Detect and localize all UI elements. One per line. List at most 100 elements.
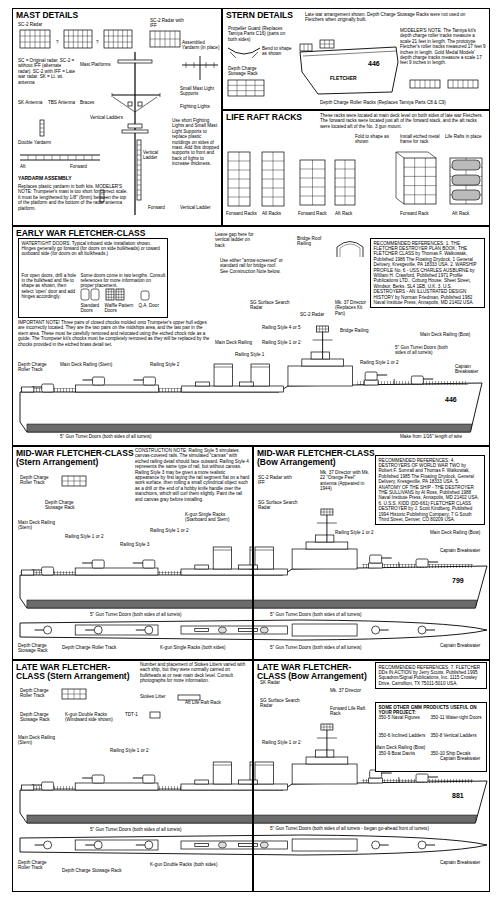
raft-rack bbox=[262, 152, 284, 206]
line-art bbox=[428, 562, 438, 563]
radar-antenna bbox=[64, 30, 92, 48]
line-art bbox=[82, 778, 92, 779]
propeller-guard bbox=[230, 52, 258, 58]
line-art bbox=[453, 80, 454, 88]
line-art bbox=[335, 187, 355, 188]
gun-turret bbox=[42, 782, 54, 790]
hull bbox=[20, 383, 482, 432]
raft-rack bbox=[450, 158, 482, 204]
torpedo-tubes bbox=[195, 780, 209, 784]
line-art bbox=[428, 777, 438, 778]
line-art bbox=[322, 330, 323, 359]
hull bbox=[20, 781, 252, 823]
callout-label: Depth Charge Roller Track bbox=[18, 362, 56, 373]
line-art bbox=[35, 30, 36, 48]
gun-turret bbox=[418, 841, 426, 849]
raft-rack bbox=[228, 152, 250, 206]
radar-antenna bbox=[150, 31, 180, 47]
line-art bbox=[262, 170, 284, 171]
line-art bbox=[40, 124, 44, 125]
callout-label: 5" Gun Turret Doors (both sides of all t… bbox=[395, 345, 453, 356]
callout-label: Railing Style 1 or 2 bbox=[262, 740, 310, 745]
line-art bbox=[321, 727, 333, 728]
light-support bbox=[138, 102, 142, 106]
bridge-roof-railing bbox=[337, 242, 363, 258]
callout-label: Use either "arrow-screened" or standard … bbox=[220, 258, 285, 274]
deckhouse bbox=[253, 784, 287, 790]
line-art bbox=[404, 167, 436, 168]
callout-label: Aft bbox=[20, 164, 35, 169]
line-art bbox=[335, 178, 355, 179]
line-art bbox=[106, 297, 114, 298]
torpedo-tubes bbox=[239, 629, 253, 632]
callout-label: SG Surface Search Radar bbox=[258, 500, 298, 511]
hull bbox=[253, 781, 487, 823]
line-art bbox=[83, 380, 93, 381]
product-item: 350-8 Vertical Ladders bbox=[431, 733, 483, 738]
bridge bbox=[288, 366, 353, 386]
line-art bbox=[30, 30, 31, 48]
line-art bbox=[423, 379, 433, 380]
hull bbox=[253, 566, 487, 608]
line-art bbox=[303, 51, 396, 56]
line-art bbox=[317, 329, 329, 330]
callout-label: MODELER'S NOTE: The Tamiya kit's depth c… bbox=[400, 28, 486, 66]
note-text: WATERTIGHT DOORS: Typical inboard side i… bbox=[22, 241, 166, 257]
line-art bbox=[87, 30, 88, 48]
line-art bbox=[326, 513, 327, 542]
callout-label: Vertical Ladders bbox=[90, 115, 130, 120]
callout-label: Use short Fighting Lights and Small Mast… bbox=[172, 118, 220, 167]
callout-label: Forward bbox=[70, 164, 100, 169]
deckhouse bbox=[253, 569, 287, 575]
part-outline bbox=[300, 160, 325, 205]
callout-label: Leave gap here for vertical ladder on ba… bbox=[215, 232, 260, 248]
director bbox=[315, 535, 334, 542]
line-art bbox=[106, 291, 114, 292]
callout-label: Depth Charge Roller Track bbox=[20, 475, 60, 486]
life-raft bbox=[452, 175, 480, 185]
part-outline bbox=[228, 80, 264, 96]
line-art bbox=[228, 170, 250, 171]
radar-antenna bbox=[321, 509, 333, 515]
callout-label: Main Deck Railing (Bow) bbox=[430, 530, 488, 535]
line-art bbox=[435, 80, 436, 88]
deckhouse bbox=[75, 783, 158, 790]
part-outline bbox=[228, 152, 250, 206]
line-art bbox=[40, 132, 44, 133]
line-art bbox=[312, 160, 313, 205]
callout-label: Life Rafts in place bbox=[445, 134, 485, 139]
line-art bbox=[415, 80, 416, 88]
line-art bbox=[300, 178, 325, 179]
product-item: 350-10 Ship Decals bbox=[431, 751, 483, 756]
depth-charge-track bbox=[21, 785, 33, 790]
callout-label: Bridge Roof Railing bbox=[297, 236, 332, 247]
line-art bbox=[468, 80, 469, 88]
line-art bbox=[262, 188, 284, 189]
hull-number: 446 bbox=[368, 60, 388, 68]
callout-label: Aft Rack bbox=[452, 211, 482, 216]
callout-label: FLETCHER bbox=[330, 76, 370, 81]
line-art bbox=[317, 523, 337, 524]
line-art bbox=[136, 630, 145, 631]
callout-label: Captain Breakwater bbox=[440, 643, 485, 648]
gun-platform bbox=[364, 380, 378, 385]
callout-label: Depth Charge Roller Track bbox=[20, 688, 60, 699]
depth-charge-track bbox=[21, 387, 33, 392]
line-art bbox=[420, 80, 421, 88]
line-art bbox=[118, 30, 119, 48]
callout-label: Stokes Litter bbox=[140, 694, 175, 699]
callout-label: 5" Gun Turret Doors (both sides of all t… bbox=[90, 827, 215, 832]
callout-label: ? bbox=[96, 40, 104, 45]
line-art bbox=[85, 630, 94, 631]
line-art bbox=[228, 90, 264, 91]
stack bbox=[218, 842, 226, 848]
part-outline bbox=[317, 326, 329, 332]
gun-turret bbox=[411, 376, 423, 384]
roller-rack bbox=[448, 80, 478, 88]
callout-label: Vertical Ladder bbox=[143, 150, 171, 161]
line-art bbox=[300, 169, 325, 170]
line-art bbox=[214, 62, 215, 68]
torpedo-tubes bbox=[196, 382, 210, 386]
line-art bbox=[113, 30, 114, 48]
line-art bbox=[425, 80, 426, 88]
